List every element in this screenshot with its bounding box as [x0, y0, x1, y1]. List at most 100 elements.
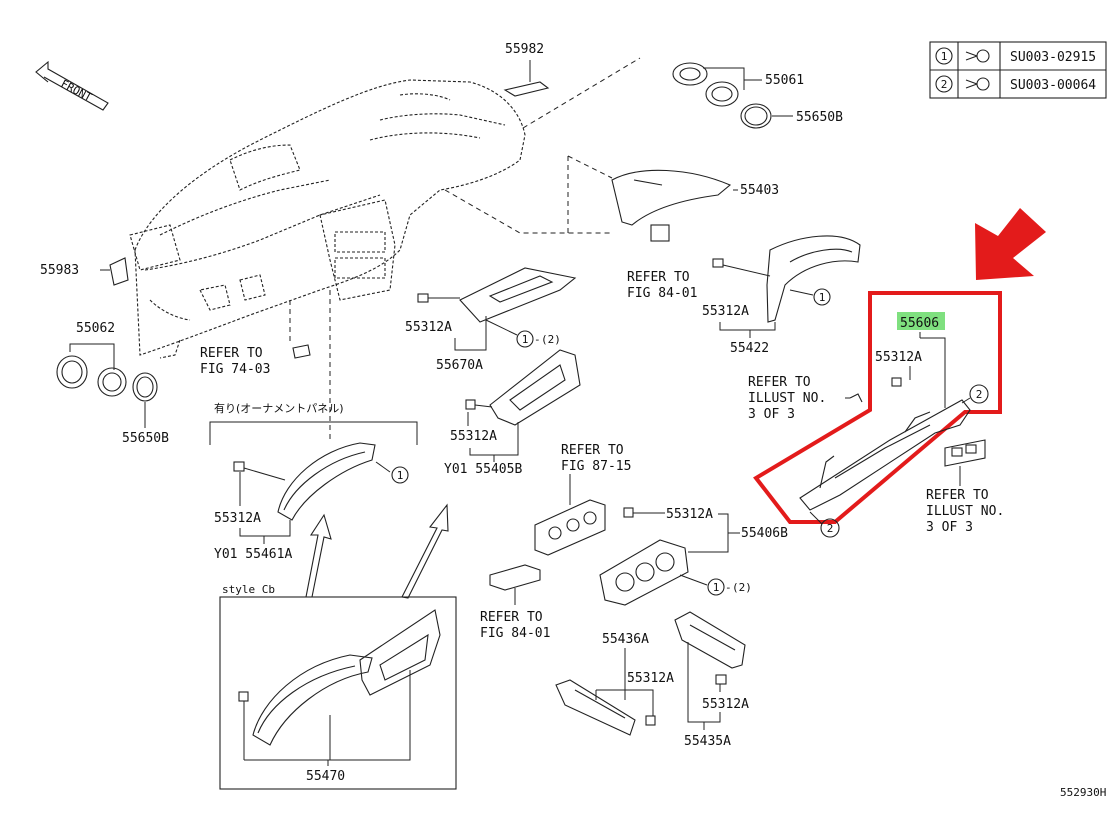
connector-harness — [489, 564, 541, 591]
label-55061: 55061 — [765, 73, 804, 88]
bolt-icon — [965, 49, 990, 63]
switch-panel — [944, 439, 986, 467]
label-55422: 55422 — [730, 341, 769, 356]
label-55312A-bot2: 55312A — [702, 697, 749, 712]
ref-fig74-line1: REFER TO — [200, 346, 263, 361]
diagram-id: 552930H — [1060, 786, 1106, 799]
ref-illust-lower-line1: REFER TO — [926, 488, 989, 503]
label-55312A-center: 55312A — [405, 320, 452, 335]
bezel-55406B — [599, 539, 689, 606]
ac-control-unit — [534, 499, 606, 556]
panel-55461A — [277, 442, 376, 521]
svg-text:2: 2 — [976, 388, 983, 401]
connector-55982 — [522, 57, 641, 129]
panel-55436A — [555, 679, 636, 736]
screw-icon — [965, 77, 990, 91]
fastener-ref-2: 2 — [941, 78, 948, 91]
callout-1-hood — [813, 288, 831, 306]
label-55312A-right-upper: 55312A — [702, 304, 749, 319]
ornament-bracket — [209, 421, 418, 445]
svg-text:-: - — [725, 581, 732, 594]
label-55650B-top: 55650B — [796, 110, 843, 125]
panel-55435A — [674, 611, 746, 669]
label-55606: 55606 — [900, 316, 939, 331]
label-55405B: Y01 55405B — [444, 462, 522, 477]
ref-fig74-line2: FIG 74-03 — [200, 362, 270, 377]
panel-55405B — [489, 349, 581, 426]
arrow-up-left-icon — [305, 513, 332, 598]
svg-text:-: - — [534, 333, 541, 346]
style-cb-box — [219, 596, 457, 790]
ref-fig84-top-line2: FIG 84-01 — [627, 286, 697, 301]
ref-fig87-line2: FIG 87-15 — [561, 459, 631, 474]
label-55982: 55982 — [505, 42, 544, 57]
label-55312A-bot1: 55312A — [627, 671, 674, 686]
label-55470: 55470 — [306, 769, 345, 784]
style-cb-label: style Cb — [222, 583, 275, 596]
fastener-table: 1 2 SU003-02915 SU003-00064 — [929, 41, 1107, 99]
label-55670A: 55670A — [436, 358, 483, 373]
svg-text:(2): (2) — [732, 581, 752, 594]
ref-illust-lower-line3: 3 OF 3 — [926, 520, 973, 535]
label-55435A: 55435A — [684, 734, 731, 749]
panel-55470-a — [252, 654, 373, 746]
label-55461A: Y01 55461A — [214, 547, 292, 562]
label-55983: 55983 — [40, 263, 79, 278]
bezel-55670A — [459, 267, 577, 323]
label-55406B: 55406B — [741, 526, 788, 541]
vent-55061 — [672, 62, 739, 107]
label-55062: 55062 — [76, 321, 115, 336]
front-label: FRONT — [59, 77, 95, 104]
fastener-part-2: SU003-00064 — [1010, 78, 1096, 93]
screw-icon — [849, 393, 863, 403]
svg-text:1: 1 — [819, 291, 826, 304]
ring-55650B-top — [740, 103, 772, 129]
label-55312A-lower: 55312A — [666, 507, 713, 522]
dashboard-illustration — [129, 79, 526, 359]
cover-55403 — [611, 169, 732, 226]
label-55312A-highlight: 55312A — [875, 350, 922, 365]
callout-2-lower — [820, 518, 840, 538]
fastener-part-1: SU003-02915 — [1010, 50, 1096, 65]
callout-1-lower — [707, 578, 725, 596]
ref-illust-upper-line2: ILLUST NO. — [748, 391, 826, 406]
vent-55982 — [503, 81, 550, 97]
callout-1-center — [516, 330, 534, 348]
ref-fig84-bot-line2: FIG 84-01 — [480, 626, 550, 641]
part-55983 — [109, 257, 129, 286]
label-55403: 55403 — [740, 183, 779, 198]
ref-fig87-line1: REFER TO — [561, 443, 624, 458]
panel-55470-b — [359, 609, 441, 696]
label-55312A-left: 55312A — [214, 511, 261, 526]
front-arrow-icon — [35, 60, 109, 111]
connector-55403-b — [567, 155, 613, 179]
svg-text:2: 2 — [827, 522, 834, 535]
ref-illust-upper-line3: 3 OF 3 — [748, 407, 795, 422]
ref-fig84-top-line1: REFER TO — [627, 270, 690, 285]
highlight-arrow-icon — [975, 208, 1046, 280]
ornament-label: 有り(オーナメントパネル) — [214, 401, 344, 415]
clip-55403 — [650, 224, 670, 242]
fastener-ref-1: 1 — [941, 50, 948, 63]
label-55312A-mid: 55312A — [450, 429, 497, 444]
ref-illust-lower-line2: ILLUST NO. — [926, 504, 1004, 519]
label-55650B-left: 55650B — [122, 431, 169, 446]
clip-55422 — [712, 258, 724, 268]
svg-text:1: 1 — [397, 469, 404, 482]
highlight-box — [753, 291, 1002, 524]
svg-text:1: 1 — [713, 581, 720, 594]
connector-55403 — [444, 189, 610, 234]
clip-55670A — [417, 293, 429, 303]
ref-fig84-bot-line1: REFER TO — [480, 610, 543, 625]
vent-55062 — [56, 355, 127, 397]
highlight-55606-bg — [897, 312, 945, 330]
arrow-up-right-icon — [401, 503, 449, 599]
trim-panel-55606 — [799, 399, 971, 511]
label-55436A: 55436A — [602, 632, 649, 647]
ring-55650B-left — [132, 372, 158, 402]
ref-illust-upper-line1: REFER TO — [748, 375, 811, 390]
hood-55422 — [766, 235, 861, 323]
svg-text:1: 1 — [522, 333, 529, 346]
callout-2-upper — [969, 384, 989, 404]
